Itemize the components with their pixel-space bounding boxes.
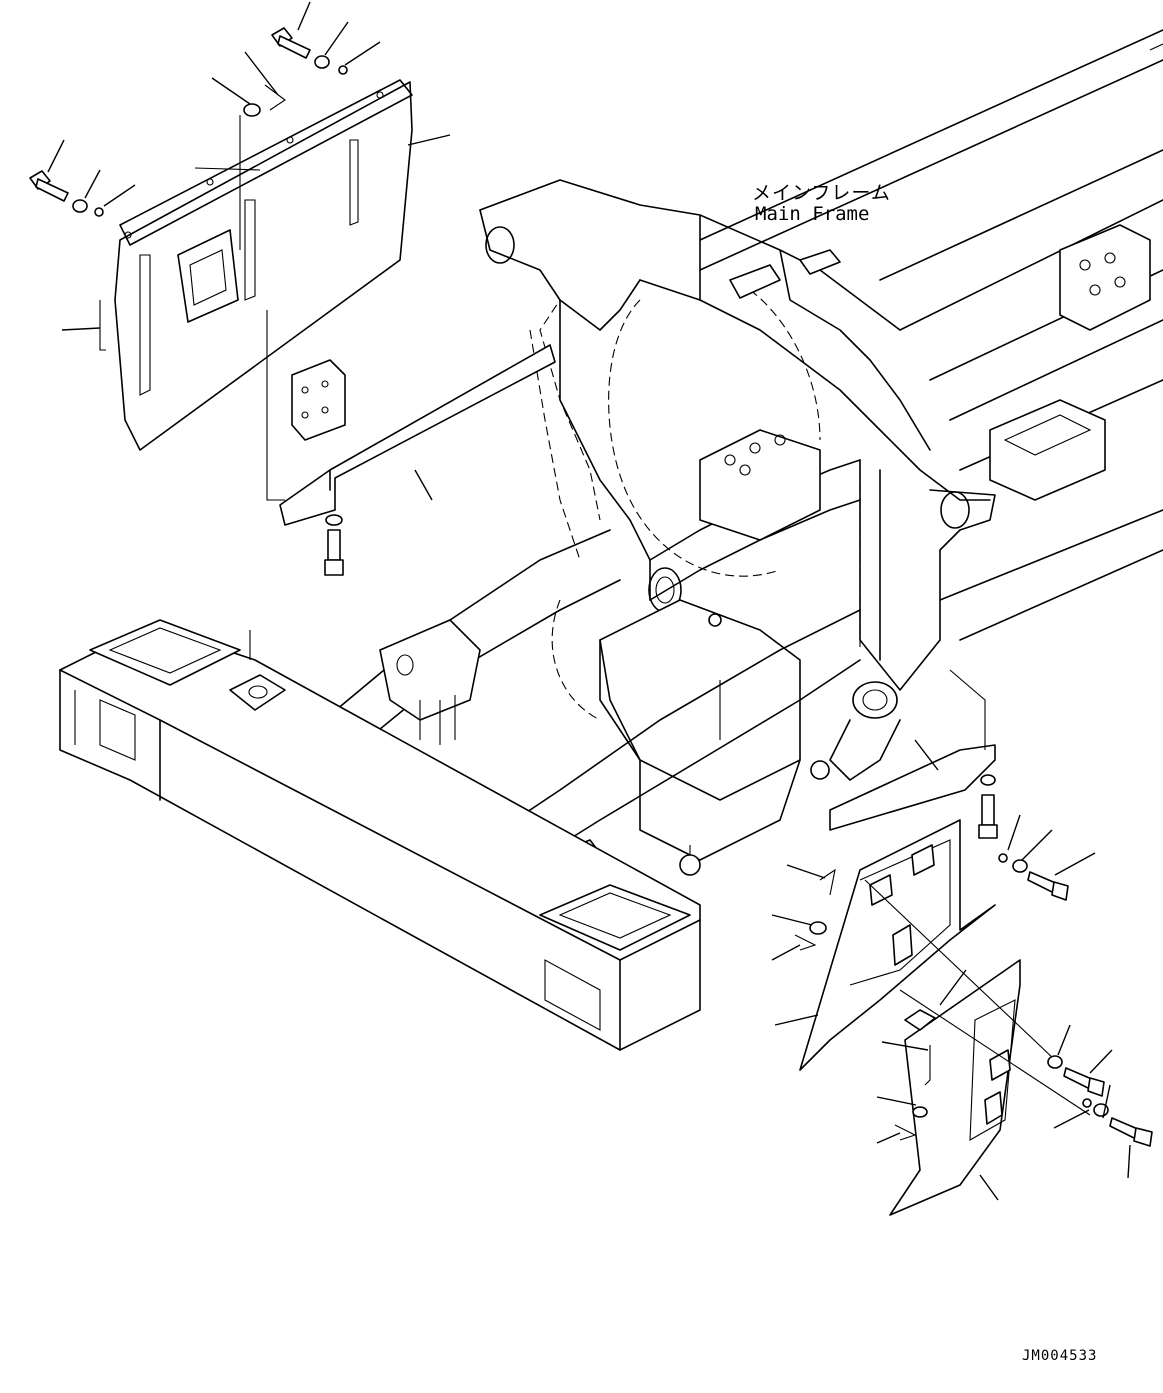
clip-icon	[243, 103, 261, 117]
bolt-icon	[271, 27, 311, 59]
frame-rear-lug	[379, 619, 481, 721]
side-cover-plate	[114, 81, 413, 451]
frame-fitting-block	[699, 429, 821, 541]
bolt-icon	[1109, 1117, 1153, 1147]
support-pad	[291, 359, 346, 441]
clip-icon	[912, 1106, 928, 1118]
washer-icon	[314, 55, 330, 69]
lock-washer-icon	[998, 853, 1008, 863]
washer-icon	[72, 199, 88, 213]
callout-leaders	[47, 1, 1131, 1201]
lock-washer-icon	[338, 65, 348, 75]
lower-cover-plate-rear	[889, 959, 1021, 1216]
clip-icon	[809, 921, 827, 935]
washer-icon	[1047, 1055, 1063, 1069]
upper-cover-assembly	[99, 79, 413, 501]
frame-center-block	[599, 599, 801, 801]
drawing-code: JM004533	[1022, 1348, 1098, 1364]
fasteners	[29, 27, 1153, 1147]
lower-support-bracket	[829, 744, 996, 831]
main-frame-label-en: Main Frame	[755, 203, 870, 225]
washer-icon	[1012, 859, 1028, 873]
washer-icon	[980, 774, 996, 786]
lock-washer-icon	[1082, 1098, 1092, 1108]
main-frame	[59, 29, 1163, 1051]
bolt-icon	[1027, 871, 1069, 901]
lock-washer-icon	[94, 207, 104, 217]
frame-mount-pad	[989, 399, 1106, 501]
bolt-icon	[29, 170, 69, 202]
bolt-icon	[324, 529, 344, 576]
washer-icon	[325, 514, 343, 526]
lower-cover-assembly	[799, 669, 1091, 1216]
upper-support-bracket	[279, 344, 556, 526]
frame-bracket-upper	[1059, 224, 1151, 331]
bolt-icon	[1063, 1067, 1105, 1097]
main-frame-label-jp: メインフレーム	[752, 182, 891, 204]
bolt-icon	[978, 794, 998, 839]
